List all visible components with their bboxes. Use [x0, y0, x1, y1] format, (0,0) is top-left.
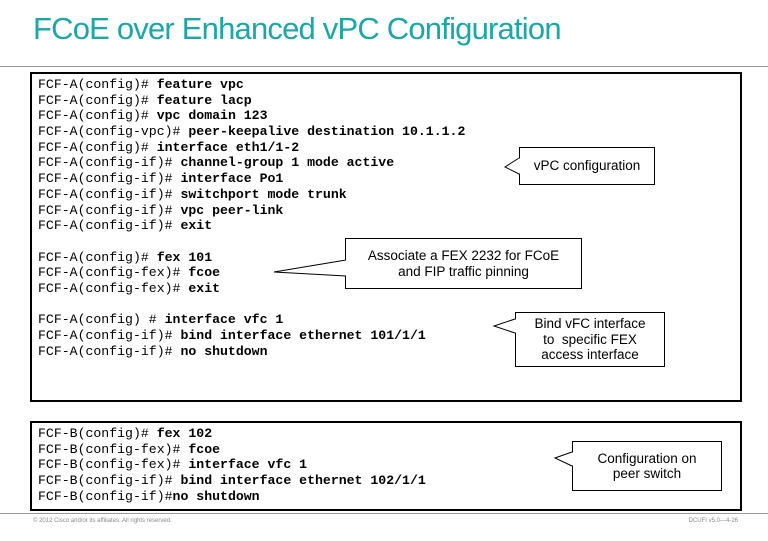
callout-peer-switch: Configuration on peer switch	[572, 441, 722, 491]
cli-prompt: FCF-A(config) #	[38, 312, 165, 328]
cli-prompt: FCF-A(config-if)#	[38, 218, 181, 234]
callout-vfc-line-2: to specific FEX	[543, 331, 637, 347]
cli-prompt: FCF-A(config-if)#	[38, 328, 181, 343]
cli-command: vpc domain 123	[156, 108, 268, 124]
cli-prompt: FCF-A(config-if)#	[38, 186, 181, 202]
cli-command: channel-group 1 mode active	[180, 155, 395, 171]
cli-prompt: FCF-B(config-if)#	[38, 488, 173, 504]
config-line: FCF-A(config-if)# channel-group 1 mode a…	[38, 155, 740, 171]
config-line: FCF-A(config)# feature vpc	[38, 77, 740, 93]
cli-command: fex 102	[156, 426, 213, 441]
config-line	[38, 297, 740, 313]
config-line: FCF-A(config-fex)# exit	[38, 281, 740, 297]
cli-prompt: FCF-A(config-if)#	[38, 155, 181, 171]
config-line: FCF-A(config) # interface vfc 1	[38, 312, 740, 328]
cli-command: exit	[188, 280, 221, 296]
cli-prompt: FCF-B(config-fex)#	[38, 441, 189, 457]
cli-command: fcoe	[188, 265, 221, 281]
config-line: FCF-B(config-if)# bind interface etherne…	[38, 473, 740, 489]
config-line: FCF-A(config-if)# no shutdown	[38, 344, 740, 360]
cli-command: interface eth1/1-2	[156, 139, 300, 155]
cli-prompt: FCF-A(config-if)#	[38, 171, 181, 187]
cli-command: fex 101	[156, 249, 213, 265]
cli-prompt: FCF-A(config-fex)#	[38, 265, 189, 281]
cli-prompt: FCF-A(config)#	[38, 249, 157, 265]
callout-peer-pointer	[553, 451, 574, 467]
slide-number: DCUFI v5.0—4-26	[688, 518, 738, 524]
cli-prompt: FCF-B(config-if)#	[38, 473, 181, 489]
cli-prompt: FCF-A(config)#	[38, 92, 157, 108]
cli-command: feature vpc	[156, 77, 244, 92]
cli-command: fcoe	[188, 441, 221, 457]
callout-vfc-line-1: Bind vFC interface	[534, 316, 646, 332]
cli-command: interface vfc 1	[164, 312, 284, 328]
slide-title: FCoE over Enhanced vPC Configuration	[33, 11, 562, 46]
config-line: FCF-B(config)# fex 102	[38, 426, 740, 442]
callout-vfc-line-3: access interface	[541, 347, 639, 363]
config-line: FCF-A(config)# interface eth1/1-2	[38, 140, 740, 156]
config-line: FCF-A(config-fex)# fcoe	[38, 265, 740, 281]
copyright-text: © 2012 Cisco and/or its affiliates. All …	[33, 518, 172, 524]
config-line: FCF-A(config-if)# switchport mode trunk	[38, 187, 740, 203]
callout-peer-line-2: peer switch	[612, 466, 682, 481]
callout-bind-vfc: Bind vFC interface to specific FEX acces…	[515, 312, 665, 367]
config-line: FCF-A(config)# vpc domain 123	[38, 108, 740, 124]
config-line: FCF-B(config-fex)# interface vfc 1	[38, 457, 740, 473]
config-line: FCF-A(config-vpc)# peer-keepalive destin…	[38, 124, 740, 140]
config-line: FCF-A(config-if)# vpc peer-link	[38, 203, 740, 219]
cli-prompt: FCF-A(config-if)#	[38, 202, 181, 218]
config-line: FCF-B(config-fex)# fcoe	[38, 442, 740, 458]
cli-command: switchport mode trunk	[180, 186, 347, 202]
callout-vpc-text: vPC configuration	[533, 158, 641, 174]
cli-command: interface Po1	[180, 171, 284, 187]
callout-fex-line-2: and FIP traffic pinning	[398, 263, 529, 279]
cli-prompt: FCF-B(config)#	[38, 426, 157, 441]
callout-vpc-pointer	[503, 157, 521, 175]
cli-prompt: FCF-A(config-if)#	[38, 343, 181, 359]
config-line: FCF-A(config-if)# exit	[38, 218, 740, 234]
callout-vpc-configuration: vPC configuration	[519, 147, 655, 185]
title-divider	[0, 66, 768, 67]
cli-prompt: FCF-B(config-fex)#	[38, 457, 189, 473]
cli-command: exit	[180, 218, 213, 234]
cli-command: vpc peer-link	[180, 202, 284, 218]
cli-command: peer-keepalive destination 10.1.1.2	[188, 124, 466, 140]
config-line: FCF-A(config)# fex 101	[38, 250, 740, 266]
callout-fex-pointer	[273, 259, 347, 277]
cli-prompt: FCF-A(config)#	[38, 77, 157, 92]
callout-peer-line-1: Configuration on	[597, 450, 697, 466]
cli-prompt: FCF-A(config-vpc)#	[38, 124, 189, 140]
callout-fex-line-1: Associate a FEX 2232 for FCoE	[367, 248, 560, 263]
cli-prompt: FCF-A(config-fex)#	[38, 280, 189, 296]
cli-command: feature lacp	[156, 92, 252, 108]
config-line: FCF-A(config-if)# bind interface etherne…	[38, 328, 740, 344]
footer-divider	[0, 513, 768, 514]
config-line: FCF-A(config)# feature lacp	[38, 93, 740, 109]
cli-command: no shutdown	[180, 343, 268, 359]
config-line: FCF-B(config-if)#no shutdown	[38, 489, 740, 505]
cli-command: no shutdown	[172, 488, 260, 504]
callout-vfc-pointer	[492, 318, 517, 334]
config-line: FCF-A(config-if)# interface Po1	[38, 171, 740, 187]
cli-command: bind interface ethernet 101/1/1	[180, 328, 426, 343]
cli-prompt: FCF-A(config)#	[38, 108, 157, 124]
cli-prompt: FCF-A(config)#	[38, 139, 157, 155]
cli-command: interface vfc 1	[188, 457, 308, 473]
cli-command: bind interface ethernet 102/1/1	[180, 473, 426, 489]
callout-fex-association: Associate a FEX 2232 for FCoE and FIP tr…	[345, 238, 582, 289]
